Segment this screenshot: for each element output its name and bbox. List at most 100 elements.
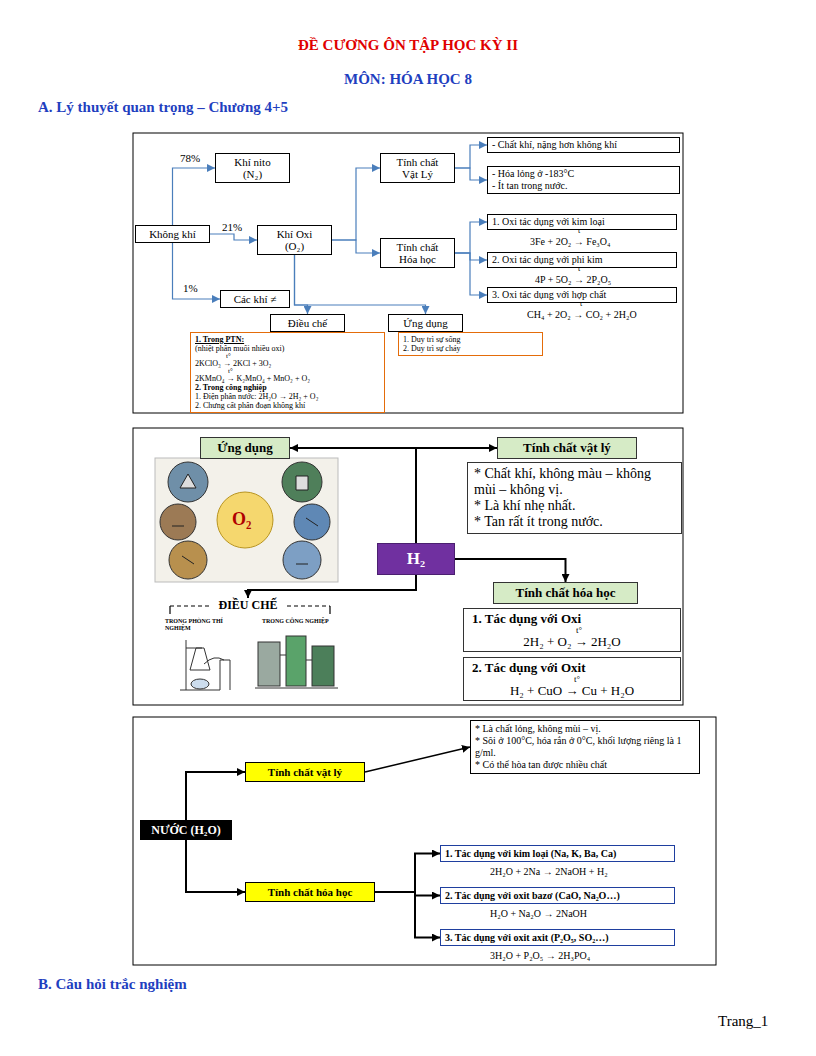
oxygen-uses-illustration [155,458,338,582]
box-text: 1. Tác dụng với Oxi [472,611,672,626]
connector [173,243,221,299]
connector [455,253,487,295]
box-text: 2. Duy trì sự cháy [403,344,538,353]
reaction-box: 1. Tác dụng với kim loại (Na, K, Ba, Ca) [440,845,675,862]
gas-box: Khí nito (N₂) [215,153,290,183]
box-text: 2KMnO₄ → K₂MnO₄ + MnO₂ + O₂ [195,374,380,383]
pipe [280,655,312,660]
connector [186,772,245,820]
connector [455,222,487,253]
equation: 4P + 5O₂ → 2P₂O₅ [535,274,611,286]
connector [290,448,416,543]
connector [248,575,416,598]
section-heading: ĐIỀU CHẾ [213,598,283,613]
flask [191,679,209,689]
property-heading: Tính chất vật lý [497,437,637,459]
box-text: Khí nito (N₂) [230,156,275,180]
illustration-ground [155,458,338,582]
connector [455,168,487,180]
condition-mark: t° [482,675,672,683]
box-text: Tính chất hóa học [250,886,370,898]
center-box: H₂ [377,543,455,575]
property-note: - Chất khí, nặng hơn không khí [487,137,680,153]
flask-and-stand [180,640,230,690]
page-title: ĐỀ CƯƠNG ÔN TẬP HỌC KỲ II [0,36,816,54]
box-text: Tính chất Hóa học [395,241,440,265]
property-heading: Tính chất hóa học [493,582,638,604]
percent-label: 1% [183,282,198,295]
box-text: 2. Tác dụng với Oxit [472,660,672,675]
box-text: Tính chất vật lý [250,766,360,778]
connector [186,840,245,892]
box-text: ĐIỀU CHẾ [215,598,281,613]
industrial-plant [255,636,338,688]
center-box: NƯỚC (H₂O) [140,820,232,840]
box-text: 1. Điện phân nước: 2H₂O → 2H₂ + O₂ [195,392,380,401]
box-text: Các khí ≠ [224,293,286,305]
property-heading: Tính chất vật lý [245,762,365,782]
box-text: Tính chất hóa học [498,585,633,601]
plant-tank [286,636,306,686]
subtitle: MÔN: HÓA HỌC 8 [0,70,816,88]
plant-tank [258,642,280,686]
reaction-box: 2. Oxi tác dụng với phi kim [487,252,677,268]
box-text: 3. Oxi tác dụng với hợp chất [492,289,672,301]
box-text: Ứng dụng [205,440,285,456]
box-text: (nhiệt phân muối nhiều oxi) [195,344,380,353]
box-text: 2. Chưng cất phân đoạn không khí [195,401,380,410]
box-text: 1. Oxi tác dụng với kim loại [492,216,672,228]
equation: 2H₂O + 2Na → 2NaOH + H₂ [490,866,608,878]
box-text: Ứng dụng [392,317,459,329]
box-text: 2. Tác dụng với oxit bazơ (CaO, Na₂O…) [445,890,670,901]
box-text: 1. Trong PTN: [195,335,380,344]
equation: H₂O + Na₂O → 2NaOH [490,908,587,920]
connector [173,168,216,225]
bracket-line [170,605,210,606]
box-text: * Tan rất ít trong nước. [474,514,675,530]
box-text: Tính chất Vật Lý [395,156,440,180]
plant-tank [312,646,334,686]
box-text: H₂ [382,549,450,569]
reaction-box: 1. Tác dụng với Oxit°2H₂ + O₂ → 2H₂O [463,608,681,652]
condition-mark: t° [486,626,672,634]
use-picture [160,504,196,540]
property-note: * Là chất lỏng, không mùi – vị.* Sôi ở 1… [470,720,700,774]
connector [365,747,470,772]
box-text: * Là chất lỏng, không mùi – vị. [475,723,695,735]
box-text: 2KClO₃ → 2KCl + 3O₂ [195,359,380,368]
box-text: 2H₂ + O₂ → 2H₂O [472,634,672,649]
box-text: 2. Oxi tác dụng với phi kim [492,254,672,266]
box-text: - Hóa lỏng ở -183°C [492,168,675,180]
connector [455,253,487,260]
reaction-box: 1. Oxi tác dụng với kim loại [487,214,677,230]
gas-box: Các khí ≠ [220,290,290,308]
bracket-end [169,606,170,614]
box-text: 3. Tác dụng với oxit axit (P₂O₅, SO₂…) [445,932,670,943]
use-picture [283,541,321,579]
condition-mark: t° [228,368,380,374]
frame [133,133,683,413]
box-text: * Sôi ở 100°C, hóa rắn ở 0°C, khối lượng… [475,735,695,759]
box-text: Khí Oxi (O₂) [272,228,317,252]
connector [332,240,380,253]
connector [210,234,257,240]
apparatus-label: TRONG CÔNG NGHIỆP [262,618,342,625]
equation: 3H₂O + P₂O₅ → 2H₃PO₄ [490,950,590,962]
use-picture-detail [172,474,318,564]
equation: 3Fe + 2O₂ → Fe₃O₄ [530,236,611,248]
condition-mark: t° [226,353,380,359]
bracket-end [329,606,330,614]
frame [133,428,683,705]
box-text: Không khí [139,228,206,240]
connector [375,854,440,893]
use-box: 1. Duy trì sự sống2. Duy trì sự cháy [398,332,543,356]
section-box: Ứng dụng [388,314,463,332]
box-text: Tính chất vật lý [502,440,632,456]
box-text: NƯỚC (H₂O) [144,823,228,837]
reaction-box: 3. Tác dụng với oxit axit (P₂O₅, SO₂…) [440,929,675,946]
method-box: 1. Trong PTN:(nhiệt phân muối nhiều oxi)… [190,332,385,413]
connector [455,145,487,168]
lab-apparatus [180,640,230,690]
page-number: Trang_1 [718,1012,768,1030]
